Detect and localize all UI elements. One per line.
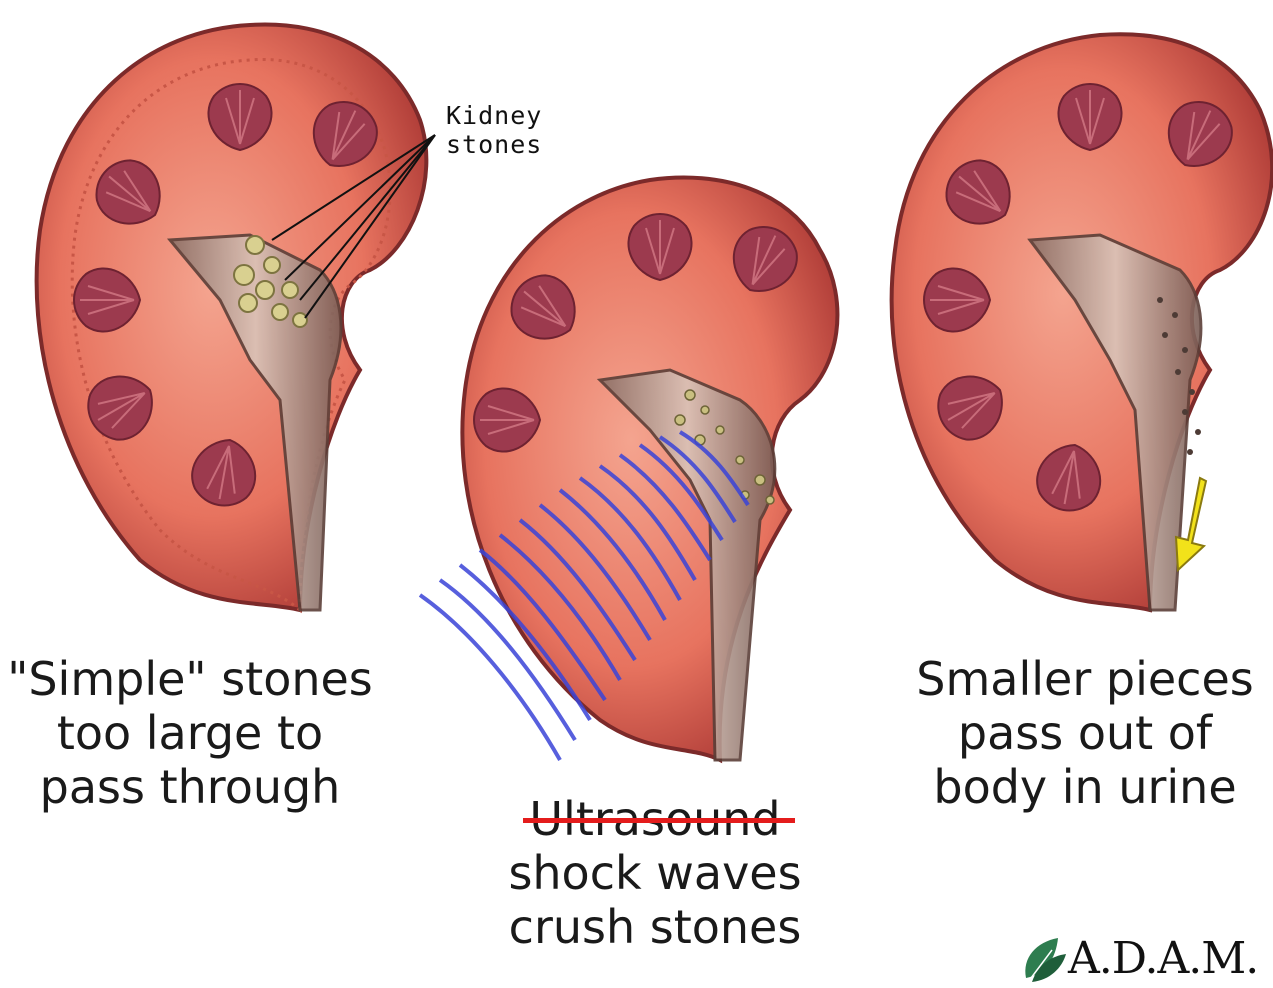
adam-logo-text: A.D.A.M. bbox=[1068, 933, 1258, 984]
kidney-stones-label-line1: Kidney bbox=[446, 101, 542, 130]
kidney-right bbox=[892, 34, 1273, 610]
kidney-middle bbox=[420, 178, 837, 760]
caption-middle-line2: shock waves bbox=[470, 846, 840, 900]
caption-right-line1: Smaller pieces bbox=[895, 652, 1273, 706]
kidney-stones-label-line2: stones bbox=[446, 130, 542, 159]
caption-middle-line3: crush stones bbox=[470, 900, 840, 954]
caption-left-line3: pass through bbox=[0, 760, 380, 814]
adam-logo: A.D.A.M. bbox=[1018, 932, 1258, 984]
caption-middle: Ultrasound shock waves crush stones bbox=[470, 792, 840, 954]
kidney-left bbox=[37, 25, 435, 610]
caption-right-line3: body in urine bbox=[895, 760, 1273, 814]
caption-right-line2: pass out of bbox=[895, 706, 1273, 760]
strikethrough-line bbox=[523, 818, 794, 823]
caption-left-line2: too large to bbox=[0, 706, 380, 760]
caption-right: Smaller pieces pass out of body in urine bbox=[895, 652, 1273, 814]
kidney-stones-label: Kidney stones bbox=[446, 101, 542, 159]
caption-left-line1: "Simple" stones bbox=[0, 652, 380, 706]
caption-middle-line1-wrap: Ultrasound bbox=[529, 792, 780, 846]
caption-left: "Simple" stones too large to pass throug… bbox=[0, 652, 380, 814]
